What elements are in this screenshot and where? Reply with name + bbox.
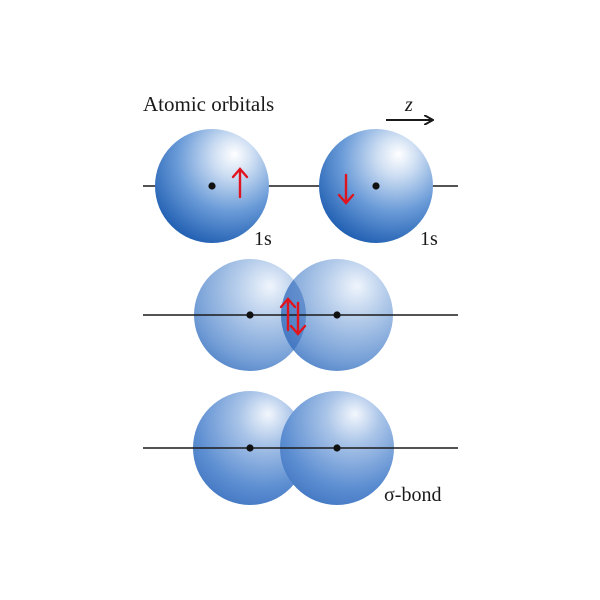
row-overlapping-orbitals bbox=[143, 259, 458, 371]
nucleus-left bbox=[246, 444, 254, 452]
nucleus-left bbox=[246, 311, 254, 319]
orbital-right-label: 1s bbox=[420, 228, 438, 250]
paired-spin-arrows bbox=[279, 297, 307, 336]
z-axis-label: z bbox=[404, 94, 413, 116]
orbital-left-label: 1s bbox=[254, 228, 272, 250]
nucleus-left bbox=[208, 182, 216, 190]
nucleus-right bbox=[333, 311, 341, 319]
row-sigma-bond: σ-bond bbox=[143, 391, 458, 506]
nucleus-right bbox=[333, 444, 341, 452]
spin-down-arrow bbox=[337, 173, 355, 205]
nucleus-right bbox=[372, 182, 380, 190]
row-separate-atomic-orbitals: 1s 1s bbox=[143, 129, 458, 250]
spin-up-arrow bbox=[231, 167, 249, 199]
sigma-bond-label: σ-bond bbox=[384, 484, 441, 506]
title-label: Atomic orbitals bbox=[143, 92, 274, 116]
